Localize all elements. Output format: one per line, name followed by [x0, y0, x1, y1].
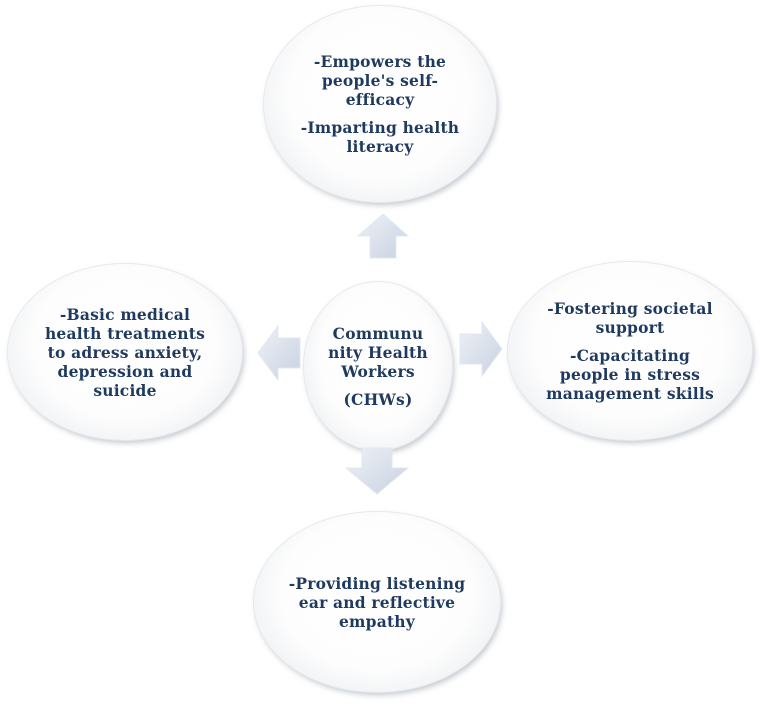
bottom-text-line: empathy [339, 611, 415, 631]
up-arrow-icon [356, 213, 410, 259]
top-text-line: literacy [346, 137, 414, 156]
right-text-line: -Fostering societal [547, 299, 713, 318]
right-outcome-ellipse: -Fostering societal support -Capacitatin… [508, 262, 752, 440]
right-text-line: -Capacitating [570, 346, 690, 365]
bottom-text-line: -Providing listening [288, 573, 466, 593]
left-outcome-ellipse: -Basic medical health treatments to adre… [8, 264, 242, 440]
top-text-line: -Empowers the [313, 52, 447, 71]
left-group-1: -Basic medical health treatments to adre… [45, 305, 205, 400]
left-text-line: health treatments [44, 323, 206, 343]
left-text-line: -Basic medical [59, 304, 191, 324]
left-text-line: to adress anxiety, [47, 342, 203, 362]
top-text-line: people's self- [321, 71, 439, 90]
bottom-outcome-ellipse: -Providing listening ear and reflective … [254, 512, 500, 692]
top-outcome-ellipse: -Empowers the people's self- efficacy -I… [264, 6, 496, 202]
right-text-line: support [595, 318, 665, 337]
right-text-line: management skills [546, 384, 714, 403]
right-group-1: -Fostering societal support [547, 299, 712, 337]
left-arrow-icon [257, 324, 301, 382]
top-group-2: -Imparting health literacy [301, 118, 460, 156]
bottom-text-line: ear and reflective [298, 592, 456, 612]
bottom-group-1: -Providing listening ear and reflective … [289, 574, 466, 631]
right-group-2: -Capacitating people in stress managemen… [546, 346, 714, 403]
top-text-line: efficacy [345, 90, 415, 109]
center-text-line: nity Health [328, 342, 428, 362]
left-text-line: suicide [93, 380, 157, 400]
left-text-line: depression and [57, 361, 193, 381]
center-text-line: Communu [332, 323, 424, 343]
down-arrow-icon [344, 447, 410, 495]
center-text-line: Workers [341, 361, 415, 381]
top-group-1: -Empowers the people's self- efficacy [314, 52, 446, 109]
right-text-line: people in stress [559, 365, 701, 384]
right-arrow-icon [459, 320, 503, 378]
center-text-line: (CHWs) [343, 389, 413, 409]
center-chw-ellipse: Communu nity Health Workers (CHWs) [304, 282, 452, 450]
top-text-line: -Imparting health [300, 118, 460, 137]
